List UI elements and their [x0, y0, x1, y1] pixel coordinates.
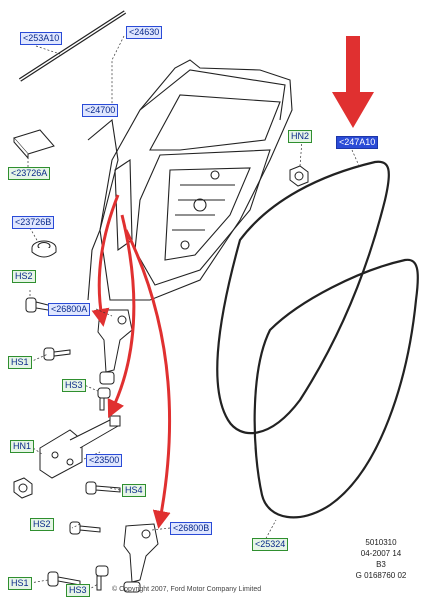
footer-ref: G 0168760 02 [355, 571, 407, 580]
square-plug [13, 129, 55, 160]
hex-nut-hn2 [289, 165, 309, 187]
label-253a10: <253A10 [20, 32, 63, 45]
label-hs4: HS4 [122, 484, 146, 497]
footer-date: 04-2007 14 [360, 549, 402, 558]
label-23500: <23500 [86, 454, 123, 467]
label-hs2-top: HS2 [12, 270, 36, 283]
label-hs1-mid: HS1 [8, 356, 32, 369]
label-hs3-bot: HS3 [66, 584, 90, 597]
label-247a10: <247A10 [336, 136, 379, 149]
copyright-text: © Copyright 2007, Ford Motor Company Lim… [112, 586, 262, 593]
label-hs2-bot: HS2 [30, 518, 54, 531]
door-weatherstrip-outer [216, 160, 390, 435]
callout-arrows [91, 194, 172, 529]
round-plug [31, 240, 57, 258]
door-check-strap [39, 415, 121, 479]
label-26800b: <26800B [170, 522, 213, 535]
label-23726a: <23726A [8, 167, 51, 180]
footer-block: 5010310 04-2007 14 B3 G 0168760 02 [346, 537, 416, 581]
hex-nut-hn1 [13, 477, 33, 499]
label-hs3-mid: HS3 [62, 379, 86, 392]
lower-hinge [123, 523, 159, 593]
rear-door-shell [87, 59, 293, 301]
label-25324: <25324 [252, 538, 289, 551]
label-hn1: HN1 [10, 440, 35, 453]
belt-moulding-strip [18, 10, 127, 82]
label-hn2: HN2 [288, 130, 313, 143]
highlight-arrow [332, 36, 374, 128]
door-weatherstrip-inner [253, 258, 419, 519]
label-26800a: <26800A [48, 303, 91, 316]
label-23726b: <23726B [12, 216, 55, 229]
footer-page: B3 [376, 560, 386, 569]
label-hs1-bot: HS1 [8, 577, 32, 590]
footer-code: 5010310 [365, 538, 397, 547]
label-24700: <24700 [82, 104, 119, 117]
label-24630: <24630 [126, 26, 163, 39]
